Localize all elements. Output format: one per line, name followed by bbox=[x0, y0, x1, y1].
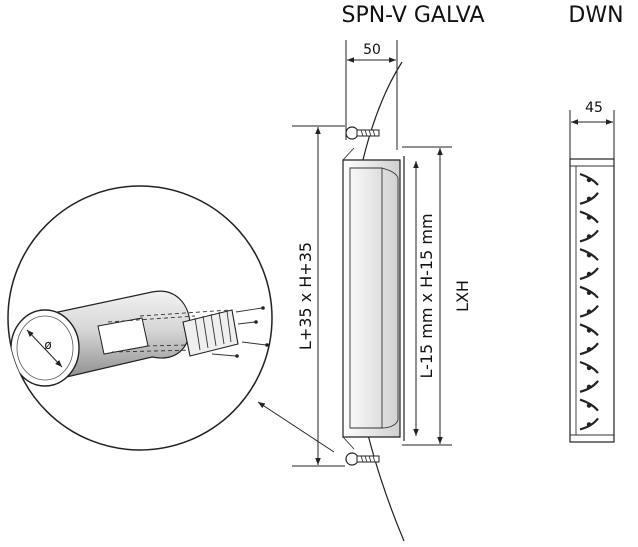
dwn-blade-pivot bbox=[586, 384, 592, 389]
mini-grille bbox=[182, 309, 239, 357]
top-screw-icon bbox=[345, 126, 380, 140]
dwn-blade-pivot bbox=[586, 347, 592, 352]
dwn-blade-pivot bbox=[586, 234, 592, 239]
dwn-blade-pivot bbox=[586, 422, 592, 427]
dwn-frame bbox=[569, 158, 615, 443]
dwn-blade-pivot bbox=[586, 309, 592, 314]
nominal-dim-label: LXH bbox=[453, 280, 472, 312]
grille-top-flange bbox=[342, 147, 355, 161]
dwn-blade-pivot bbox=[586, 403, 592, 408]
dwn-depth-label: 45 bbox=[585, 100, 603, 116]
dwn-blade-pivot bbox=[586, 196, 592, 201]
dwn-blade-pivot bbox=[586, 253, 592, 258]
alignment-lines bbox=[107, 309, 231, 353]
dwn-blade-pivot bbox=[586, 177, 592, 183]
dwn-title: DWN bbox=[568, 3, 623, 28]
dwn-blades bbox=[579, 172, 599, 431]
grille-bottom-flange bbox=[342, 436, 355, 450]
grille-frame bbox=[342, 159, 401, 438]
detail-view: ø bbox=[7, 185, 273, 451]
dwn-section: 45 bbox=[569, 100, 615, 443]
detail-leader-arrow bbox=[257, 401, 335, 453]
diameter-dim-line bbox=[26, 329, 63, 368]
dwn-blade-pivot bbox=[586, 290, 592, 295]
bottom-screw-icon bbox=[345, 452, 380, 466]
spn-depth-label: 50 bbox=[363, 42, 381, 58]
dwn-blade-pivot bbox=[586, 215, 592, 220]
spn-title: SPN-V GALVA bbox=[341, 3, 484, 28]
dwn-blade-pivot bbox=[586, 365, 592, 371]
outer-dim-label: L+35 x H+35 bbox=[296, 242, 315, 350]
dwn-blade-pivot bbox=[586, 328, 592, 333]
spn-section: 50 L+35 x H+35 L-15 mm x H-15 mm LXH bbox=[292, 40, 472, 542]
cutout-dim-label: L-15 mm x H-15 mm bbox=[417, 213, 436, 378]
grille-blade-profile bbox=[381, 167, 399, 429]
diameter-symbol: ø bbox=[44, 338, 51, 352]
dwn-blade-pivot bbox=[586, 271, 592, 277]
detail-screws-icon bbox=[211, 306, 269, 358]
